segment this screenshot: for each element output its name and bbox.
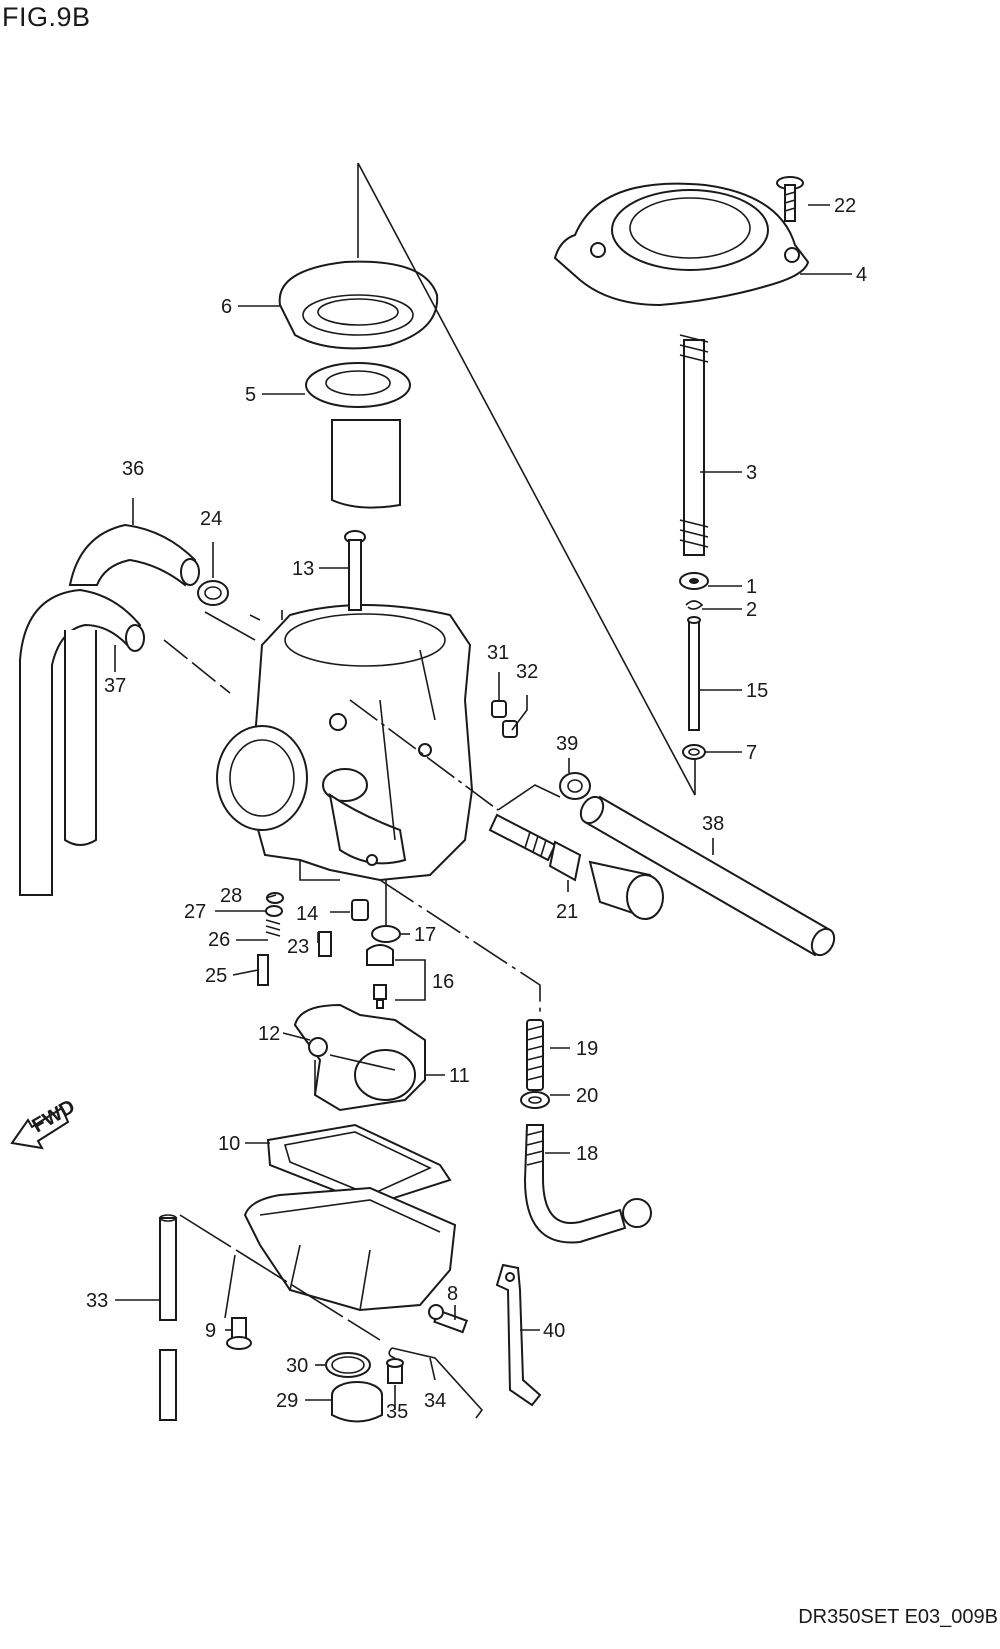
callout-15: 15 [746, 680, 768, 702]
callout-24: 24 [200, 508, 222, 530]
choke-plunger-21 [488, 813, 664, 920]
callout-12: 12 [258, 1023, 280, 1045]
callout-25: 25 [205, 965, 227, 987]
callout-9: 9 [205, 1320, 216, 1342]
callout-37: 37 [104, 675, 126, 697]
callout-30: 30 [286, 1355, 308, 1377]
callout-17: 17 [414, 924, 436, 946]
callout-8: 8 [447, 1283, 458, 1305]
callout-11: 11 [449, 1065, 470, 1087]
needle-valve-16 [366, 944, 394, 1009]
callout-7: 7 [746, 742, 757, 764]
screw-9 [226, 1317, 252, 1350]
washer-1 [679, 572, 709, 590]
float-pin-12 [308, 1037, 328, 1057]
screw-22 [776, 176, 804, 222]
screw-13 [344, 530, 366, 611]
clip-2 [685, 600, 704, 610]
hose-33 [159, 1214, 177, 1421]
reference-lines [163, 162, 696, 1341]
callout-26: 26 [208, 929, 230, 951]
float-11 [293, 1003, 426, 1112]
drawing-id: DR350SET E03_009B [798, 1606, 998, 1628]
screw-25 [257, 954, 269, 986]
adjust-screw-18 [523, 1124, 652, 1244]
callout-labels: 1 2 3 4 5 6 7 8 9 10 11 12 13 14 15 16 1… [86, 195, 867, 1423]
callout-16: 16 [432, 971, 454, 993]
hose-37 [19, 588, 145, 896]
bracket-40 [495, 1263, 542, 1407]
callout-3: 3 [746, 462, 757, 484]
spring-3 [679, 334, 709, 556]
callout-22: 22 [834, 195, 856, 217]
callout-18: 18 [576, 1143, 598, 1165]
screw-35 [386, 1358, 404, 1384]
callout-4: 4 [856, 264, 867, 286]
jet-14 [351, 899, 369, 921]
callout-23: 23 [287, 936, 309, 958]
jet-needle-15 [687, 616, 701, 731]
wire-34 [388, 1347, 484, 1419]
clamp-39 [559, 772, 591, 800]
gasket-10 [266, 1123, 452, 1207]
clamp-24 [197, 580, 229, 606]
washer-20 [520, 1091, 550, 1109]
jet-23 [318, 931, 332, 957]
callout-27: 27 [184, 901, 206, 923]
washer-7 [682, 744, 706, 760]
figure-title: FIG.9B [2, 2, 91, 32]
washer-27 [265, 905, 283, 917]
callout-10: 10 [218, 1133, 240, 1155]
callout-2: 2 [746, 599, 757, 621]
callout-34: 34 [424, 1390, 446, 1412]
fwd-arrow-icon: FWD [10, 1096, 79, 1150]
callout-29: 29 [276, 1390, 298, 1412]
carburetor-top-cap [553, 182, 810, 307]
hose-38 [579, 795, 836, 957]
piston-valve-5 [305, 362, 411, 509]
callout-28: 28 [220, 885, 242, 907]
callout-35: 35 [386, 1401, 408, 1423]
spring-26 [265, 919, 281, 937]
callout-33: 33 [86, 1290, 108, 1312]
leader-lines [114, 204, 852, 1410]
callout-32: 32 [516, 661, 538, 683]
callout-31: 31 [487, 642, 509, 664]
callout-21: 21 [556, 901, 578, 923]
oring-30 [325, 1352, 371, 1378]
callout-39: 39 [556, 733, 578, 755]
callout-40: 40 [543, 1320, 565, 1342]
callout-14: 14 [296, 903, 318, 925]
callout-13: 13 [292, 558, 314, 580]
callout-20: 20 [576, 1085, 598, 1107]
plug-32 [502, 720, 518, 738]
screw-8 [428, 1304, 469, 1334]
callout-36: 36 [122, 458, 144, 480]
oring-17 [371, 925, 401, 943]
callout-38: 38 [702, 813, 724, 835]
carburetor-body [216, 604, 474, 882]
hose-36 [68, 523, 200, 587]
callout-5: 5 [245, 384, 256, 406]
drain-plug-29 [331, 1381, 383, 1423]
diaphragm-6 [278, 260, 439, 350]
callout-1: 1 [746, 576, 757, 598]
plug-31 [491, 700, 507, 718]
spring-19 [526, 1019, 544, 1091]
callout-19: 19 [576, 1038, 598, 1060]
callout-6: 6 [221, 296, 232, 318]
float-bowl [243, 1186, 457, 1312]
